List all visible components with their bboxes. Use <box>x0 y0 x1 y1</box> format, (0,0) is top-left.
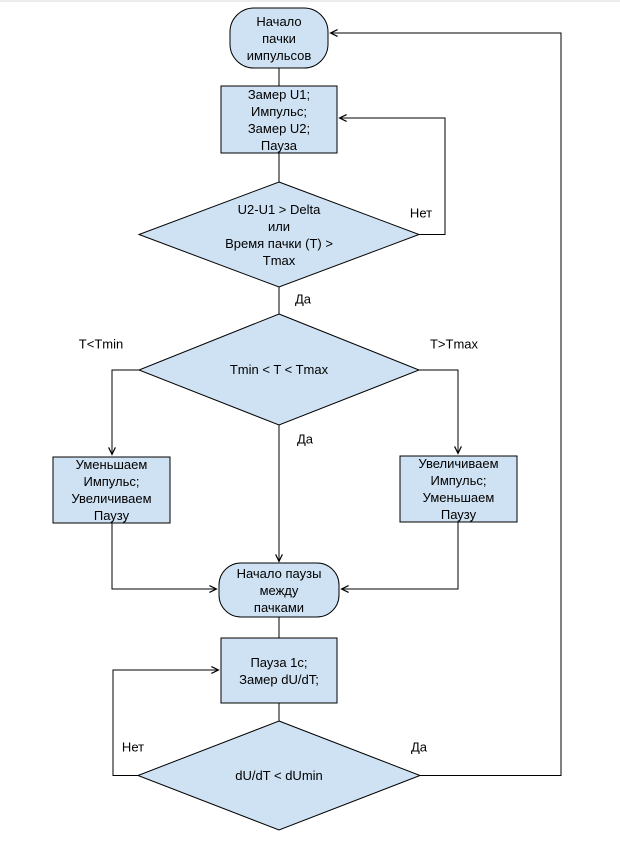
edge-decision-delta-no-loop <box>338 114 446 235</box>
pause-measure-process-shape <box>220 637 338 704</box>
decision-delta-diamond-shape <box>137 181 421 288</box>
decrease-pulse-process-shape <box>52 456 171 524</box>
pause-start-terminator-shape <box>218 562 340 618</box>
increase-pulse-process-shape <box>399 455 518 523</box>
decision-window-diamond-shape <box>137 313 421 426</box>
measure-process-shape <box>220 85 338 154</box>
edge-decision-window-left <box>108 369 139 456</box>
start-terminator-shape <box>229 7 329 69</box>
edge-decision-du-yes-loop <box>329 29 562 776</box>
edge-decrease-to-pause-start <box>111 523 218 593</box>
decision-du-diamond-shape <box>136 720 422 831</box>
edge-decision-window-right <box>419 369 462 455</box>
edge-increase-to-pause-start <box>340 522 459 593</box>
edge-decision-du-no-loop <box>112 666 220 776</box>
